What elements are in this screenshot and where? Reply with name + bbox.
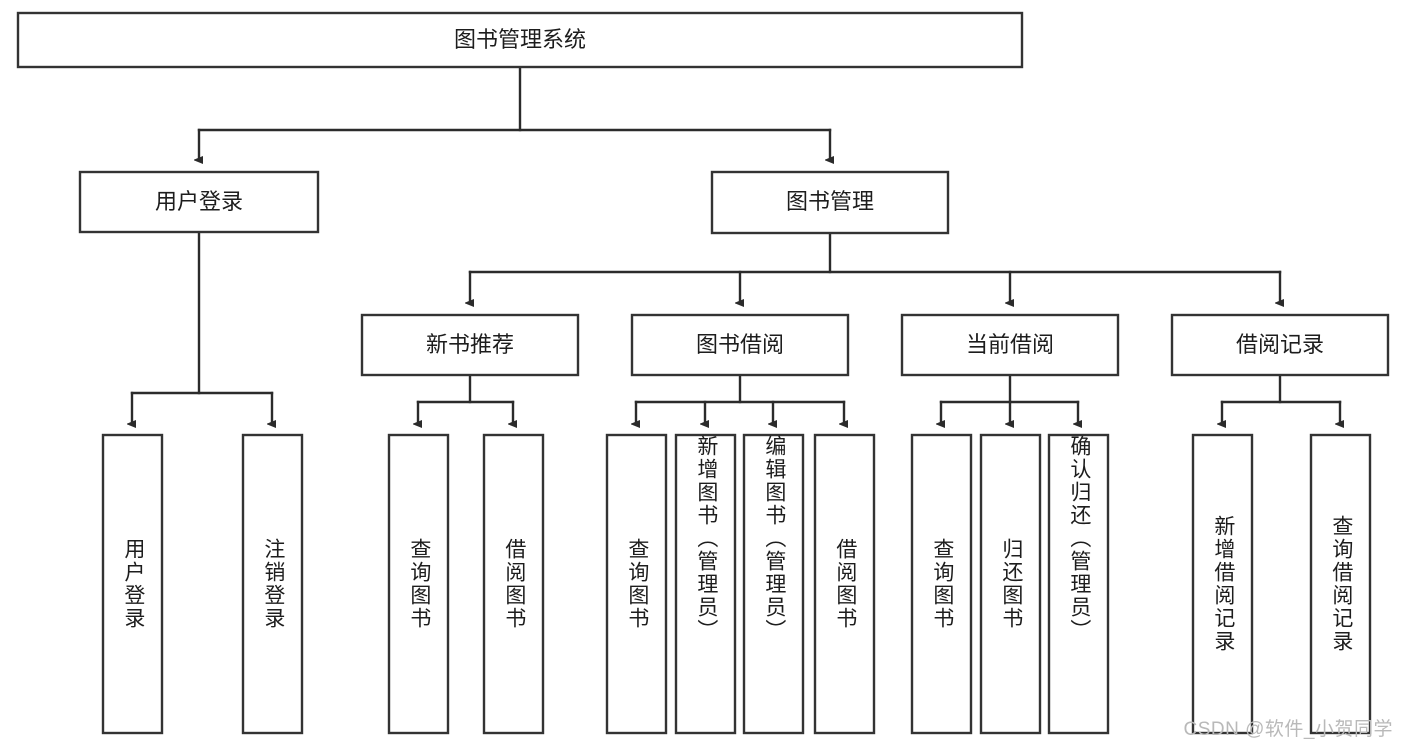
leaf-box-add-book-admin[interactable]: [674, 433, 737, 735]
leaf-box-return-book[interactable]: [979, 433, 1042, 735]
node-book-management[interactable]: 图书管理: [710, 170, 950, 235]
connector-bookmgmt-to-level2: [470, 231, 1280, 303]
node-user-login[interactable]: 用户登录: [78, 170, 320, 234]
node-root[interactable]: 图书管理系统: [16, 11, 1024, 69]
leaf-box-add-borrow-record[interactable]: [1191, 433, 1254, 735]
connector-userlogin-to-leaves: [132, 230, 272, 424]
node-new-book-recommend[interactable]: 新书推荐: [360, 313, 580, 377]
leaf-box-query-borrow-record[interactable]: [1309, 433, 1372, 735]
connector-borrowrecord-to-leaves: [1222, 373, 1340, 424]
leaf-box-query-book-1[interactable]: [387, 433, 450, 735]
leaf-box-logout[interactable]: [241, 433, 304, 735]
node-book-borrow-label: 图书借阅: [696, 332, 784, 357]
leaf-box-query-book-3[interactable]: [910, 433, 973, 735]
leaf-box-borrow-book-2[interactable]: [813, 433, 876, 735]
connector-bookborrow-to-leaves: [636, 373, 844, 424]
leaf-box-query-book-2[interactable]: [605, 433, 668, 735]
node-user-login-label: 用户登录: [155, 189, 243, 214]
node-root-label: 图书管理系统: [454, 27, 586, 52]
leaf-box-confirm-return-admin[interactable]: [1047, 433, 1110, 735]
node-book-borrow[interactable]: 图书借阅: [630, 313, 850, 377]
connector-currentborrow-to-leaves: [941, 373, 1078, 424]
connector-root-to-level1: [199, 65, 830, 160]
leaf-box-borrow-book-1[interactable]: [482, 433, 545, 735]
node-borrow-record-label: 借阅记录: [1236, 332, 1324, 357]
node-book-management-label: 图书管理: [786, 189, 874, 214]
node-current-borrow[interactable]: 当前借阅: [900, 313, 1120, 377]
node-current-borrow-label: 当前借阅: [966, 332, 1054, 357]
watermark: CSDN @软件_小贺同学: [1183, 719, 1393, 740]
leaf-box-user-login[interactable]: [101, 433, 164, 735]
connector-newbook-to-leaves: [418, 373, 513, 424]
node-new-book-recommend-label: 新书推荐: [426, 332, 514, 357]
node-borrow-record[interactable]: 借阅记录: [1170, 313, 1390, 377]
leaf-box-edit-book-admin[interactable]: [742, 433, 805, 735]
